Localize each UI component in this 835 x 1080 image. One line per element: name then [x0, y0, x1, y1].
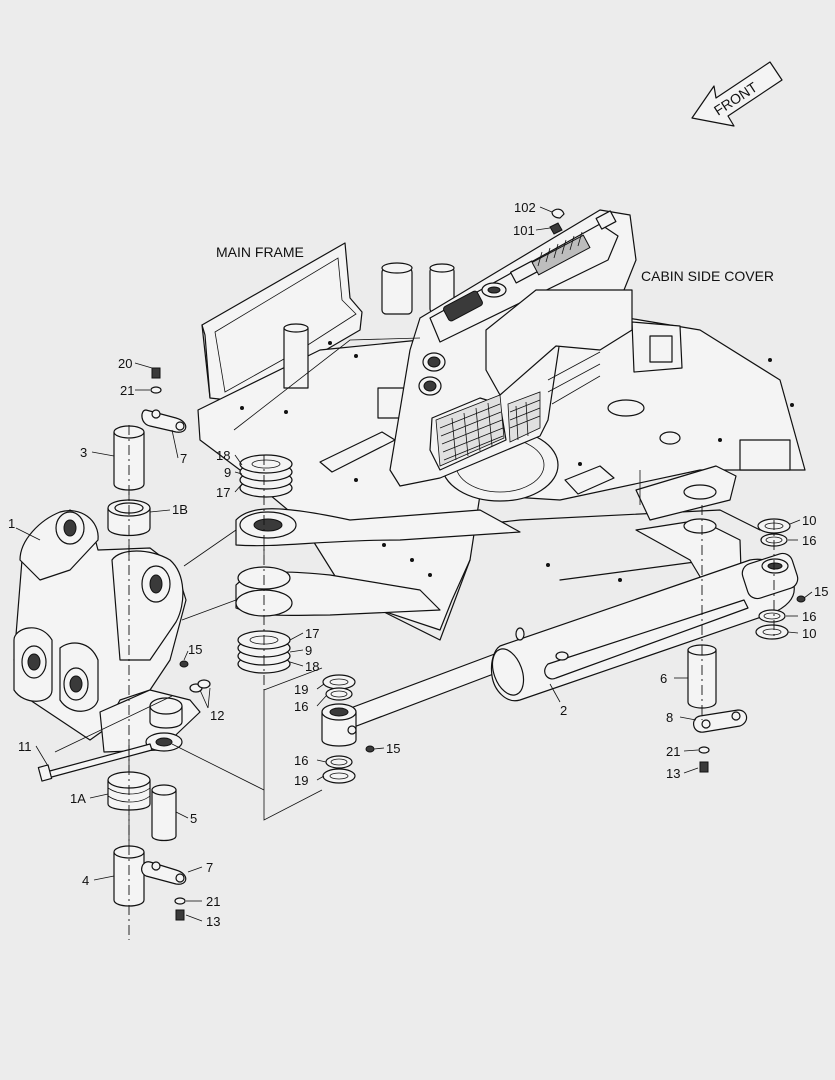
plate-8	[693, 709, 748, 733]
front-arrow: FRONT	[691, 61, 783, 127]
callout-102: 102	[514, 200, 536, 215]
main-frame-title: MAIN FRAME	[216, 244, 304, 260]
switch-parts	[549, 208, 565, 235]
plate-7-upper	[141, 409, 187, 433]
bolts	[37, 367, 806, 921]
callout-15-left: 15	[188, 642, 202, 657]
callout-101: 101	[513, 223, 535, 238]
callout-21-right: 21	[666, 744, 680, 759]
callout-6: 6	[660, 671, 667, 686]
main-frame	[197, 242, 806, 641]
callout-5: 5	[190, 811, 197, 826]
pin-lower-stack	[149, 697, 183, 729]
cabin-side-cover	[389, 209, 637, 487]
callout-9-upper: 9	[224, 465, 231, 480]
callout-18-lower: 18	[305, 659, 319, 674]
callout-7-lower: 7	[206, 860, 213, 875]
callout-labels: 102 101 20 21 3 7 1B 1 18 9 17 15 12 17 …	[8, 200, 828, 929]
callout-20: 20	[118, 356, 132, 371]
pin-5	[151, 784, 177, 842]
callout-12: 12	[210, 708, 224, 723]
callout-1: 1	[8, 516, 15, 531]
callout-15-rod: 15	[386, 741, 400, 756]
callout-17-lower: 17	[305, 626, 319, 641]
rod-eye	[321, 703, 357, 747]
callout-2: 2	[560, 703, 567, 718]
callout-19-upper: 19	[294, 682, 308, 697]
callout-16-rod-upper: 16	[294, 699, 308, 714]
cabin-side-cover-title: CABIN SIDE COVER	[641, 268, 774, 284]
callout-4: 4	[82, 873, 89, 888]
callout-18-upper: 18	[216, 448, 230, 463]
plate-7-lower	[141, 861, 187, 885]
callout-19-lower: 19	[294, 773, 308, 788]
callout-13-right: 13	[666, 766, 680, 781]
callout-8: 8	[666, 710, 673, 725]
callout-17-upper: 17	[216, 485, 230, 500]
callout-15-head: 15	[814, 584, 828, 599]
callout-16-head-upper: 16	[802, 533, 816, 548]
shim-stack-upper	[239, 454, 293, 498]
callout-10-lower: 10	[802, 626, 816, 641]
callout-10-upper: 10	[802, 513, 816, 528]
callout-21-lower: 21	[206, 894, 220, 909]
assembly-lines	[54, 337, 775, 940]
callout-leaders	[15, 206, 813, 922]
callout-21-upper: 21	[120, 383, 134, 398]
callout-16-rod-lower: 16	[294, 753, 308, 768]
callout-16-head-lower: 16	[802, 609, 816, 624]
swing-bracket	[13, 509, 201, 753]
washers-rod-end	[322, 674, 356, 784]
callout-9-lower: 9	[305, 643, 312, 658]
callout-1a: 1A	[70, 791, 86, 806]
callout-7-upper: 7	[180, 451, 187, 466]
callout-11: 11	[18, 739, 32, 754]
cylinder-barrel	[490, 552, 799, 702]
bushing-1b	[107, 499, 151, 537]
callout-1b: 1B	[172, 502, 188, 517]
cylinder-rod	[339, 651, 505, 731]
callout-13-lower: 13	[206, 914, 220, 929]
callout-3: 3	[80, 445, 87, 460]
